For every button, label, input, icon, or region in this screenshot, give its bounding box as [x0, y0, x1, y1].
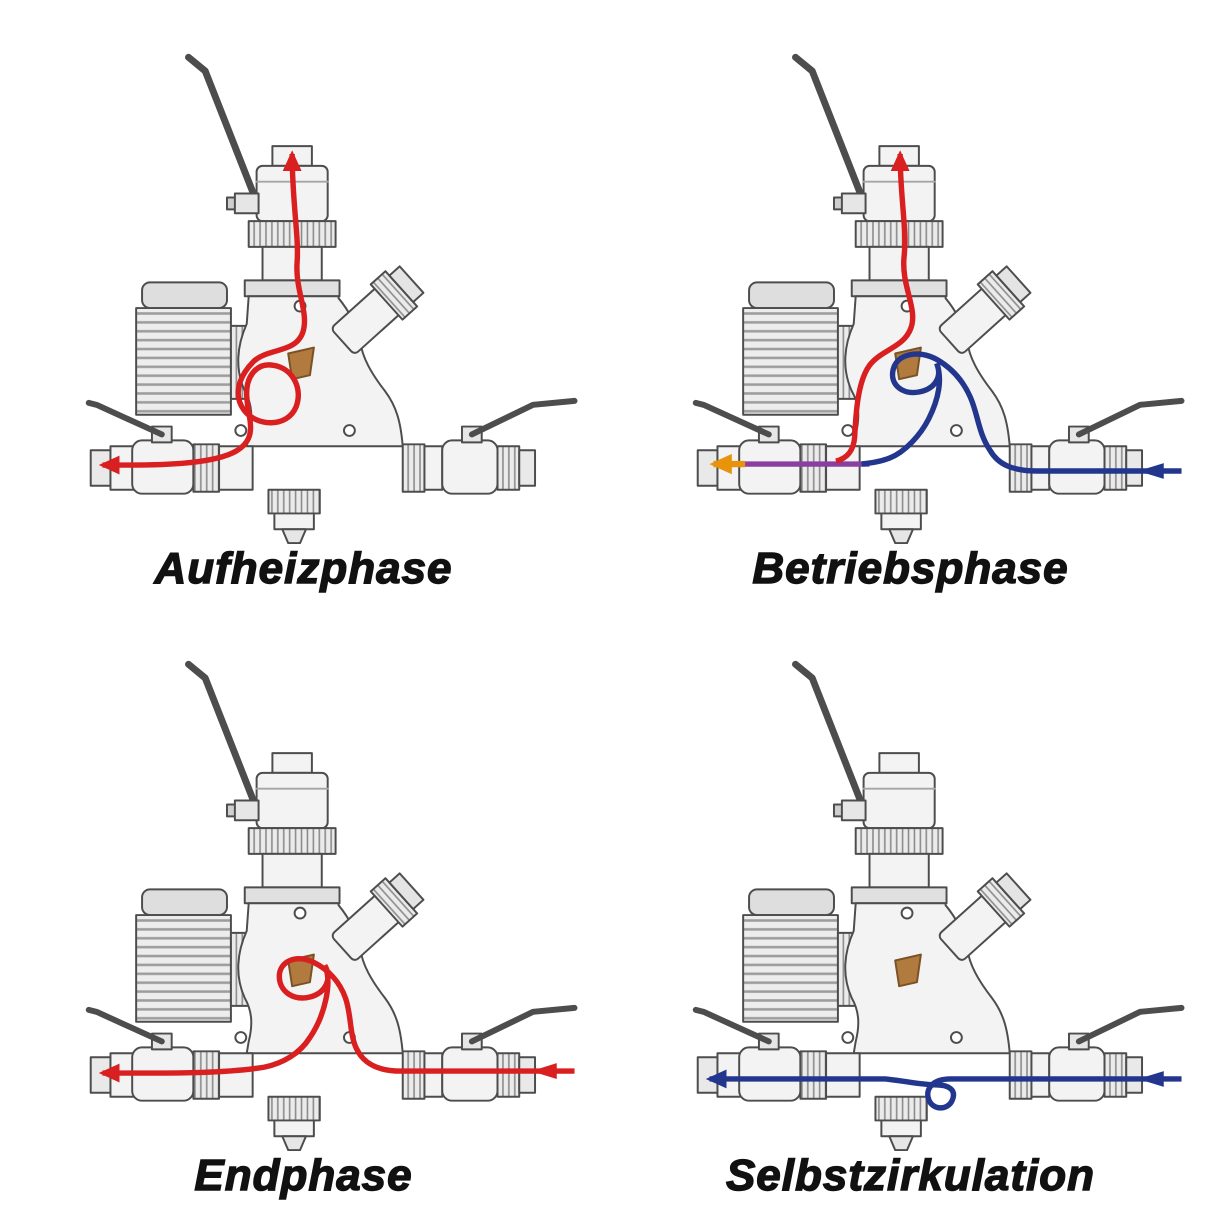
phase-label: Endphase — [194, 1150, 413, 1200]
cold-entry-arrowhead — [1138, 1071, 1164, 1087]
valve-assembly — [89, 57, 575, 543]
cold-flow-path — [705, 1069, 1182, 1111]
valve-assembly-illustration — [607, 607, 1214, 1155]
panel-betriebsphase: Betriebsphase — [607, 0, 1214, 607]
cold-flow-path — [861, 351, 1182, 474]
panel-selbstzirkulation: Selbstzirkulation — [607, 607, 1214, 1214]
valve-assembly-illustration — [607, 0, 1214, 548]
cold-entry-arrowhead — [1138, 463, 1164, 479]
hot-flow-path — [835, 150, 916, 464]
phase-label: Betriebsphase — [752, 543, 1069, 593]
valve-assembly-illustration — [0, 607, 607, 1155]
panel-aufheizphase: Aufheizphase — [0, 0, 607, 607]
hot-flow-path — [98, 150, 308, 475]
hot-entry-arrowhead — [531, 1063, 557, 1079]
phase-label: Aufheizphase — [154, 543, 453, 593]
valve-assembly-illustration — [0, 0, 607, 548]
hot-flow-path — [98, 956, 575, 1083]
panel-endphase: Endphase — [0, 607, 607, 1214]
phase-label: Selbstzirkulation — [725, 1150, 1096, 1200]
valve-assembly — [89, 664, 575, 1150]
